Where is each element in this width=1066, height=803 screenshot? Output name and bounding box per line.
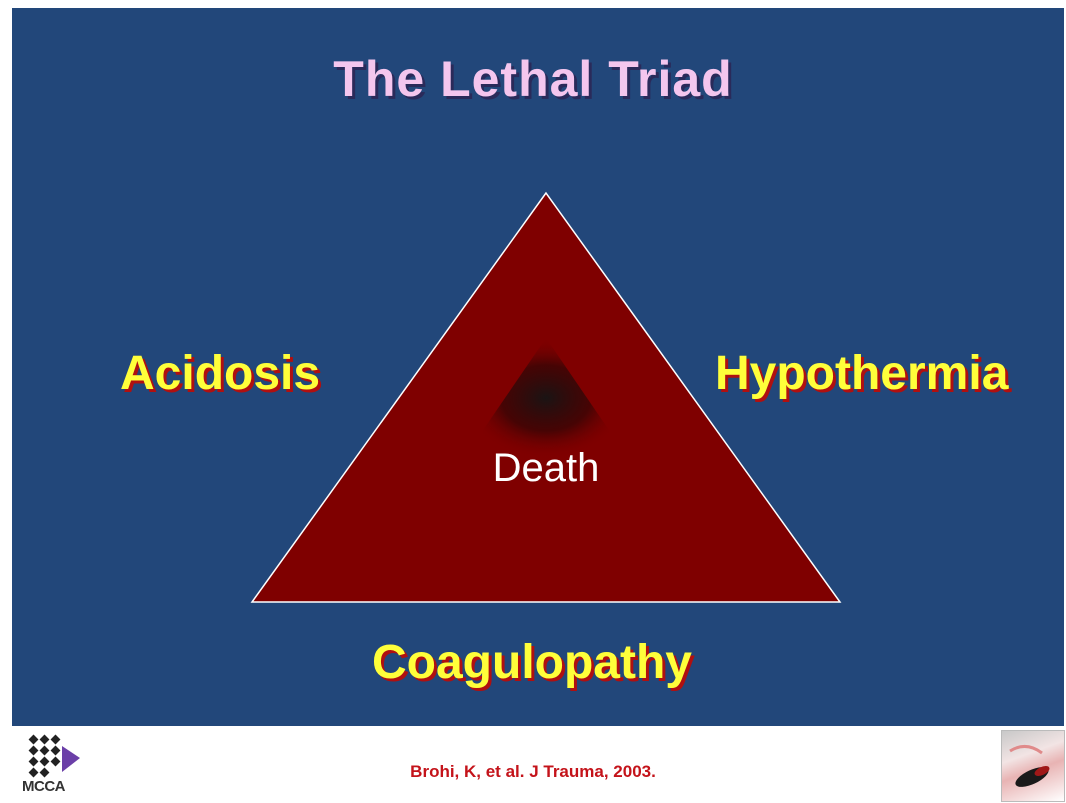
citation: Brohi, K, et al. J Trauma, 2003. <box>0 762 1066 782</box>
acidosis-label: Acidosis <box>120 346 320 401</box>
hypothermia-label: Hypothermia <box>715 346 1008 401</box>
corner-photo-icon <box>1001 730 1065 802</box>
death-label: Death <box>446 446 646 491</box>
coagulopathy-label: Coagulopathy <box>372 635 692 690</box>
